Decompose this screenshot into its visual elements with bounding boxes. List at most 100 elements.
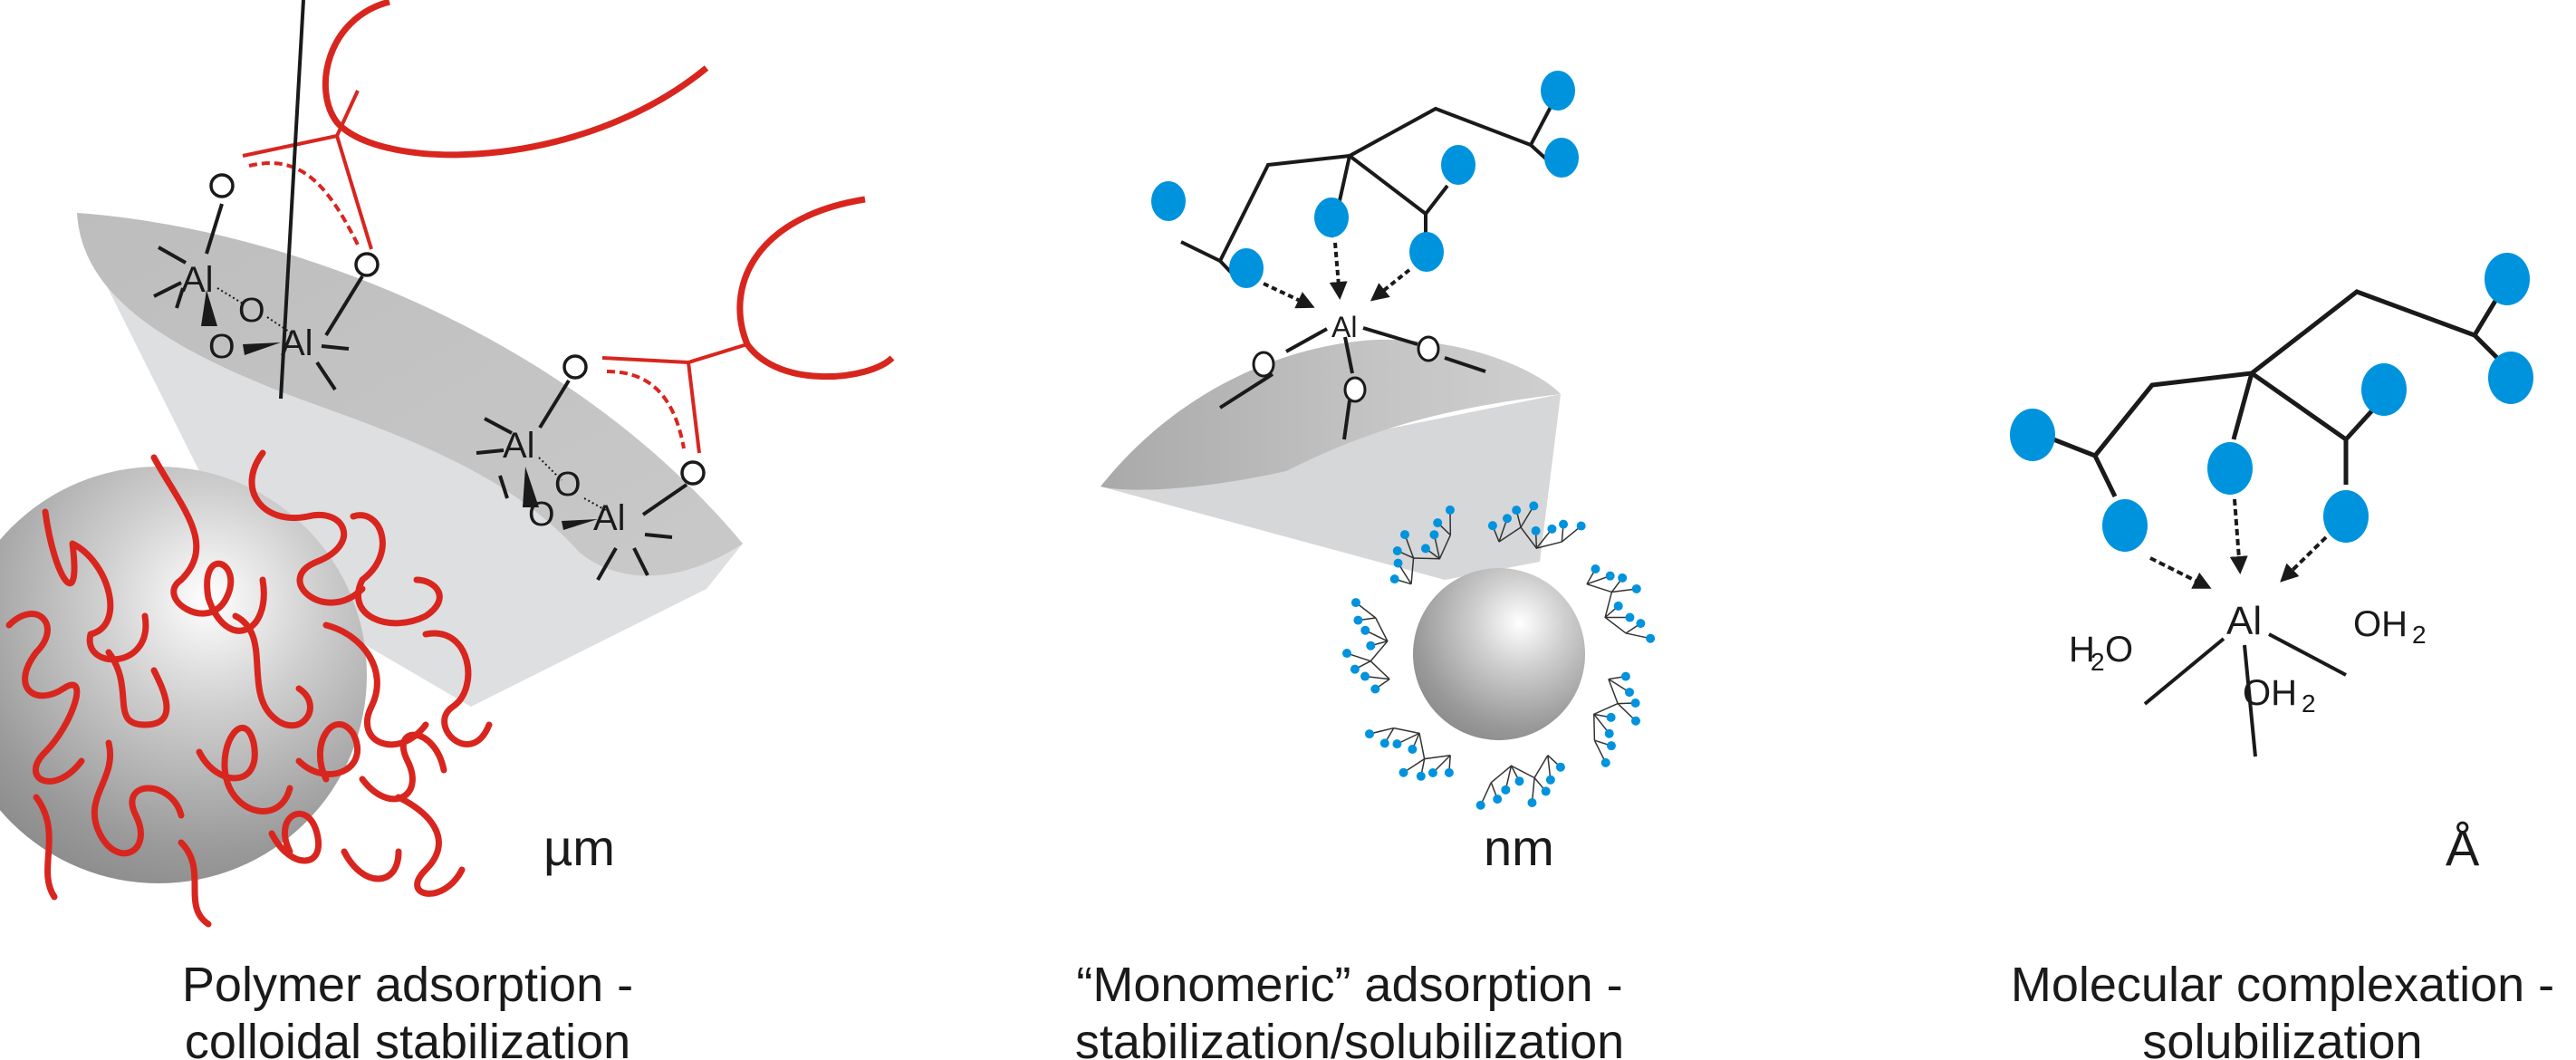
al-atom-label: Al	[2226, 599, 2262, 643]
al-atom-label: Al	[181, 260, 214, 300]
water-ligand-oh2-right: OH 2	[2353, 604, 2427, 649]
panel-molecular-complexation: Al H 2 O OH 2 OH 2 Å Molecular complexat…	[2010, 253, 2554, 1060]
ligand-donor-dot	[1392, 739, 1402, 749]
ligand-donor-dot	[1605, 571, 1615, 581]
ligand-donor-dot	[1416, 771, 1426, 781]
al-atom-label: Al	[593, 498, 626, 538]
carboxyl-bond-1b	[335, 135, 373, 250]
polymer-backbone-2	[736, 196, 895, 381]
caption-monomeric-line1: “Monomeric” adsorption -	[1076, 958, 1622, 1012]
oxygen-atom	[562, 354, 588, 380]
ligand-donor-dot	[1364, 729, 1374, 739]
carboxyl-dashed-2	[606, 370, 686, 449]
ligand-donor-dot	[1360, 625, 1370, 635]
ligand-donor-dot	[1392, 545, 1402, 555]
ligand-chain	[1370, 617, 1390, 680]
ligand-donor-atoms	[1151, 71, 1579, 288]
al-atom-label: Al	[503, 426, 535, 466]
polymer-chains	[5, 449, 493, 928]
scale-label-nanometer: nm	[1484, 819, 1554, 876]
oxygen-atom	[1343, 376, 1367, 403]
ligand-donor-dot	[1353, 615, 1363, 625]
ligand-donor-dot	[1429, 530, 1439, 540]
oh2-label: OH	[2353, 604, 2408, 644]
surface-cap	[1101, 339, 1561, 490]
ligand-donor-dot	[1370, 684, 1380, 694]
carboxyl-bond-2a	[601, 356, 689, 364]
surface-patch	[77, 213, 743, 576]
caption-molecular-line2: solubilization	[2142, 1015, 2422, 1060]
surface-bonds	[1218, 326, 1486, 440]
panel-polymer-adsorption: Al O Al O Al O Al O µm Polymer adsorptio…	[0, 0, 895, 1060]
ligand-donor-dot	[1600, 757, 1610, 767]
ligand-donor-dot	[1630, 699, 1640, 708]
caption-molecular-line1: Molecular complexation -	[2011, 958, 2554, 1012]
ligand-donor-dot	[1501, 785, 1511, 795]
ligand-donor-dot	[1444, 767, 1454, 777]
ligand-chain	[1410, 535, 1452, 584]
ligand-chain	[1593, 679, 1620, 741]
coordination-arrows	[1263, 242, 1411, 309]
oh2-subscript: 2	[2412, 621, 2427, 649]
scale-label-micrometer: µm	[543, 819, 615, 876]
ligand-donor-dot	[1389, 574, 1399, 584]
h2o-subscript: 2	[2091, 648, 2105, 676]
ligand-donor-dot	[1555, 762, 1565, 772]
ligand-donor-dot	[1604, 728, 1614, 738]
al-oxo-cluster-1	[153, 0, 364, 400]
al-oxo-cluster-2	[476, 379, 688, 581]
colloid-sphere	[0, 467, 367, 883]
ligand-donor-dot	[1606, 712, 1616, 722]
water-ligand-oh2-bottom: OH 2	[2243, 673, 2316, 718]
oxygen-atom	[209, 173, 235, 198]
hashed-bonds-2	[538, 457, 610, 513]
ligand-donor-dot	[1630, 716, 1640, 726]
ligand-donor-dot	[1393, 558, 1403, 568]
hashed-bonds-1	[216, 287, 293, 334]
o-atom-label: O	[238, 292, 265, 330]
caption-polymer-line1: Polymer adsorption -	[182, 958, 633, 1012]
ligand-donor-dot	[1545, 775, 1555, 785]
ligand-donor-dot	[1559, 519, 1569, 529]
ligand-chain	[1393, 727, 1451, 760]
water-ligand-h2o: H 2 O	[2069, 630, 2133, 676]
ligand-donor-dot	[1631, 583, 1641, 593]
ligand-donor-dot	[1613, 601, 1623, 611]
caption-monomeric-line2: stabilization/solubilization	[1075, 1015, 1624, 1060]
ligand-donor-dot	[1624, 688, 1634, 698]
ligand-donor-dot	[1475, 800, 1485, 810]
carboxyl-dashed-1	[248, 161, 360, 246]
ligand-donor-dot	[1531, 525, 1541, 535]
ligand-donor-dot	[1342, 649, 1352, 659]
o-atom-label: O	[208, 328, 235, 366]
ligand-donor-dot	[1636, 619, 1646, 629]
ligand-shell	[1342, 501, 1656, 810]
ligand-donor-dot	[1399, 530, 1409, 540]
ligand-chain	[1498, 526, 1562, 549]
carboxyl-stem-2	[687, 342, 748, 364]
carboxyl-stem-1	[335, 90, 360, 137]
ligand-donor-dot	[1625, 612, 1635, 622]
ligand-chain	[1586, 583, 1627, 634]
h2o-o: O	[2105, 630, 2133, 670]
ligand-donor-dot	[1379, 738, 1389, 748]
ligand-donor-dot	[1527, 797, 1537, 807]
ligand-donor-dot	[1591, 564, 1600, 574]
ligand-donor-dot	[1529, 501, 1539, 511]
ligand-donor-dot	[1399, 767, 1408, 777]
caption-polymer-line2: colloidal stabilization	[185, 1015, 630, 1060]
ligand-donor-dot	[1646, 633, 1656, 643]
ligand-donor-dot	[1420, 544, 1430, 554]
carboxyl-bond-2b	[687, 361, 701, 454]
ligand-donor-dot	[1606, 741, 1616, 751]
wedge-bond-2a	[523, 467, 539, 507]
oxygen-atom	[1417, 335, 1440, 362]
ligand-donor-dot	[1445, 505, 1455, 515]
oh2-subscript: 2	[2302, 689, 2316, 718]
ligand-donor-dot	[1487, 521, 1497, 531]
polymer-backbone-1	[322, 0, 709, 159]
al-atom-label: Al	[281, 323, 313, 363]
ligand-donor-dot	[1427, 767, 1437, 777]
ligand-donor-dot	[1541, 786, 1551, 796]
